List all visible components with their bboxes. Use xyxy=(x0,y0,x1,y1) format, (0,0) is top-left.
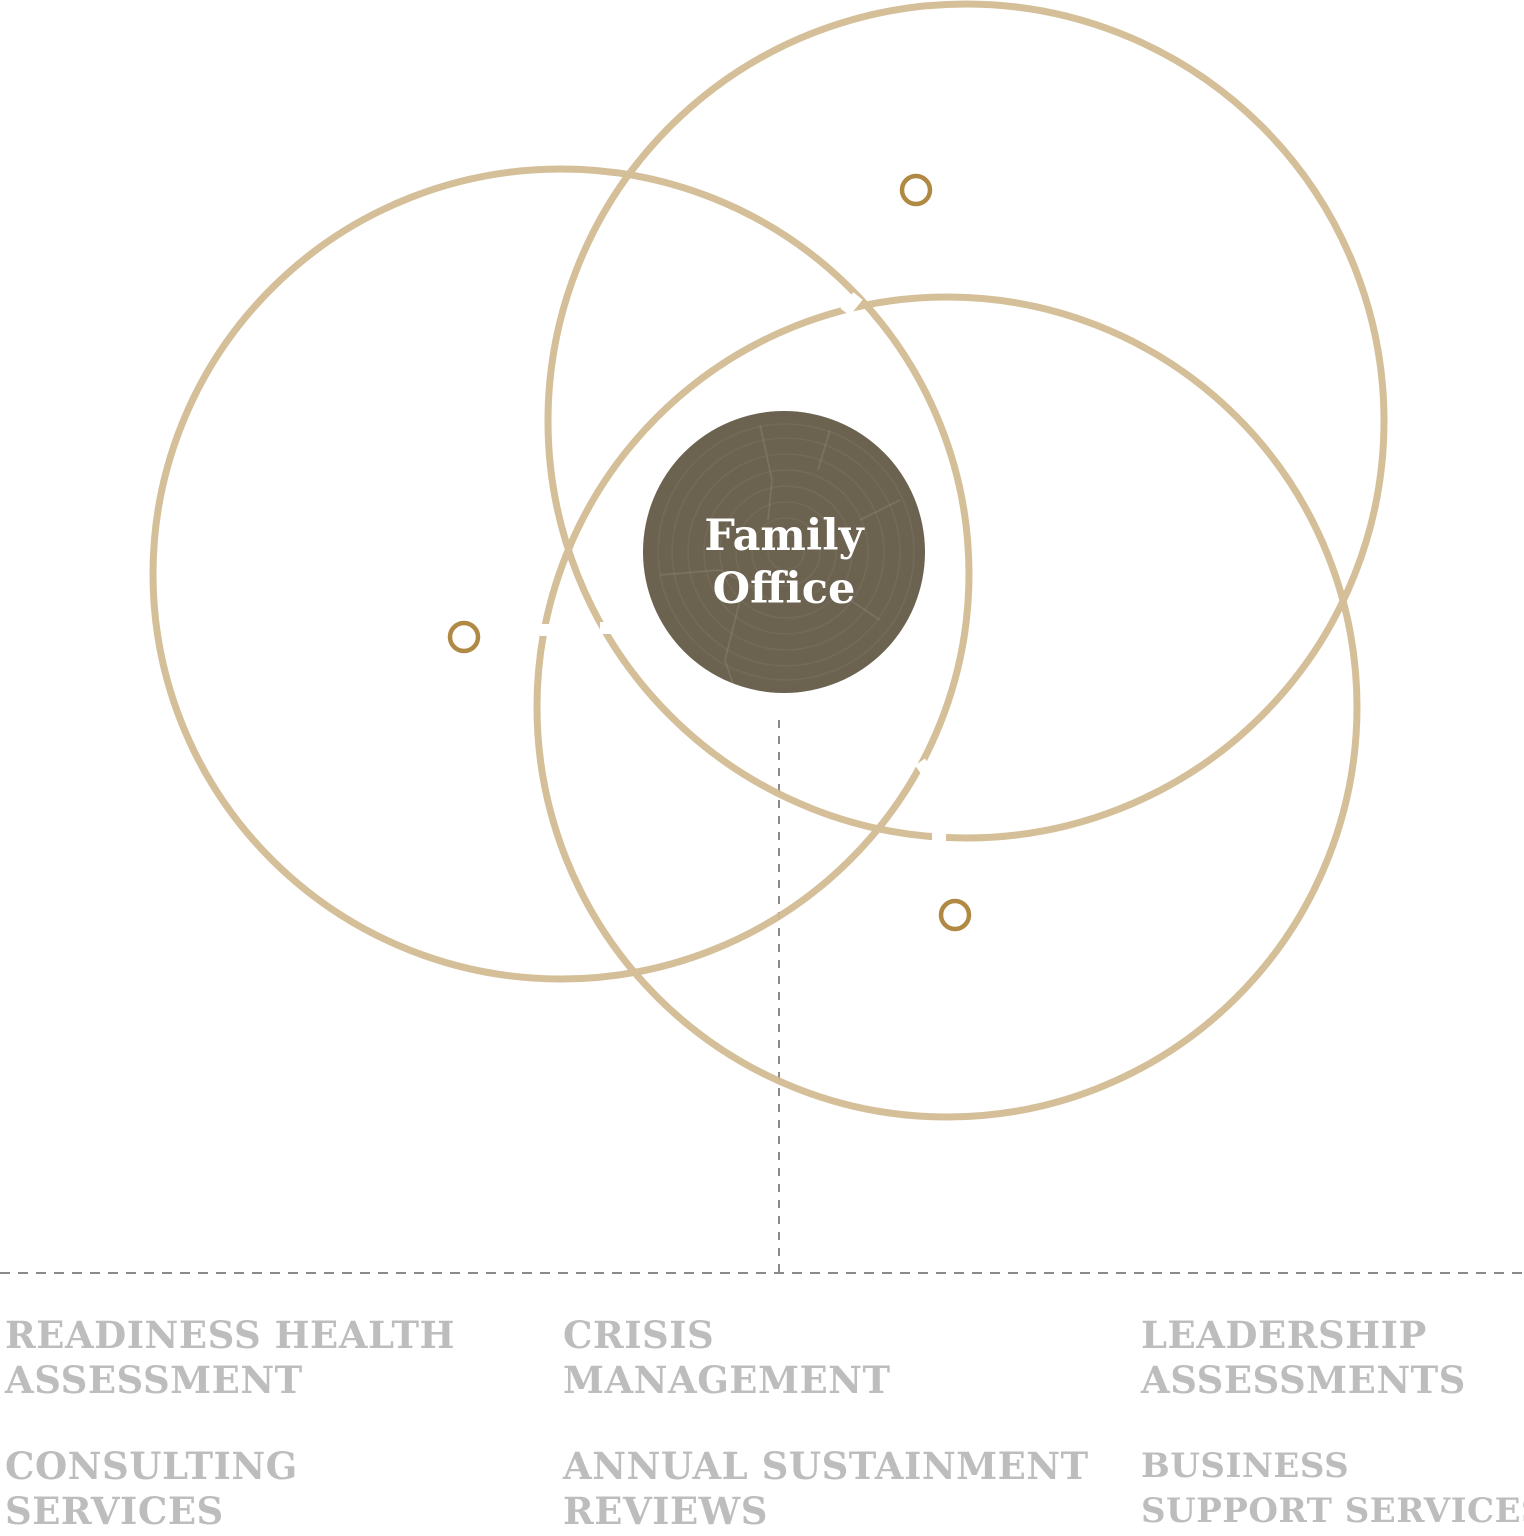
service-annual-sustainment-reviews: ANNUAL SUSTAINMENT REVIEWS xyxy=(563,1444,1089,1534)
ring-marker-top xyxy=(899,173,933,207)
service-line: MANAGEMENT xyxy=(563,1358,891,1402)
service-line: CONSULTING xyxy=(5,1444,298,1488)
family-office-hub: Family Office xyxy=(643,411,925,693)
service-crisis-management: CRISIS MANAGEMENT xyxy=(563,1313,891,1403)
service-line: CRISIS xyxy=(563,1313,715,1357)
service-line: LEADERSHIP xyxy=(1141,1313,1427,1357)
service-consulting-services: CONSULTING SERVICES xyxy=(5,1444,298,1534)
service-line: BUSINESS xyxy=(1141,1446,1350,1486)
service-line: SERVICES xyxy=(5,1489,224,1533)
family-office-title-line1: Family xyxy=(704,511,865,561)
ring-top-right xyxy=(544,0,1388,842)
service-line: ASSESSMENT xyxy=(5,1358,303,1402)
ring-marker-left xyxy=(447,620,481,654)
service-line: ANNUAL SUSTAINMENT xyxy=(563,1444,1089,1488)
ring-marker-bottom xyxy=(938,898,972,932)
service-readiness-health-assessment: READINESS HEALTH ASSESSMENT xyxy=(5,1313,455,1403)
service-line: REVIEWS xyxy=(563,1489,768,1533)
ring-left xyxy=(149,165,973,983)
ring-bottom-right xyxy=(533,293,1361,1121)
family-office-title-line2: Office xyxy=(713,564,856,614)
service-leadership-assessments: LEADERSHIP ASSESSMENTS xyxy=(1141,1313,1466,1403)
service-line: READINESS HEALTH xyxy=(5,1313,455,1357)
service-line: SUPPORT SERVICES xyxy=(1141,1491,1524,1531)
service-business-support-services: BUSINESS SUPPORT SERVICES xyxy=(1141,1444,1524,1534)
service-line: ASSESSMENTS xyxy=(1141,1358,1466,1402)
